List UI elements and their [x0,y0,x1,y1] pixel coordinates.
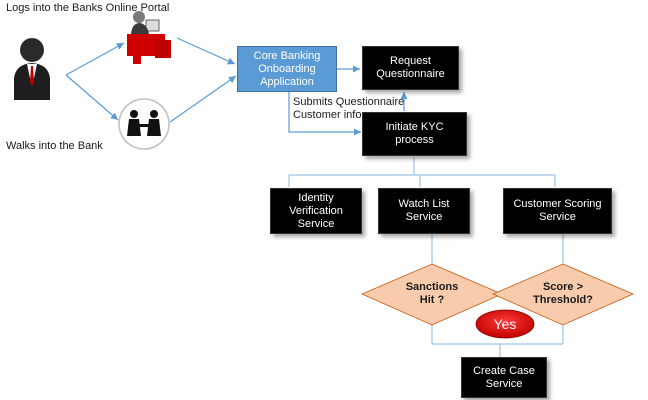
submits-questionnaire-note: Submits Questionnaire Customer info [293,96,405,121]
core-banking-box: Core Banking Onboarding Application [237,46,337,92]
score-threshold-label: Score > Threshold? [533,281,593,306]
sanctions-diamond [360,263,504,326]
connector-branch-core [169,75,237,123]
online-portal-label: Logs into the Banks Online Portal [6,2,170,14]
identity-verification-box: Identity Verification Service [270,188,362,234]
yes-badge-shape [475,309,535,339]
initiate-kyc-box: Initiate KYC process [362,112,467,156]
connector-online-core [176,37,236,65]
score-diamond [491,263,635,326]
walk-in-label: Walks into the Bank [6,140,103,152]
connector-core-kyc [288,92,361,136]
customer-icon [14,38,50,100]
connector-customer-branch [65,74,119,121]
create-case-box: Create Case Service [461,357,547,398]
customer-scoring-box: Customer Scoring Service [503,188,612,234]
request-questionnaire-box: Request Questionnaire [362,46,459,90]
yes-badge: Yes [493,316,517,332]
handshake-icon [127,110,161,136]
online-user-icon [127,11,171,64]
watch-list-box: Watch List Service [378,188,470,234]
connector-customer-online [65,42,125,76]
sanctions-hit-label: Sanctions Hit ? [405,281,459,306]
